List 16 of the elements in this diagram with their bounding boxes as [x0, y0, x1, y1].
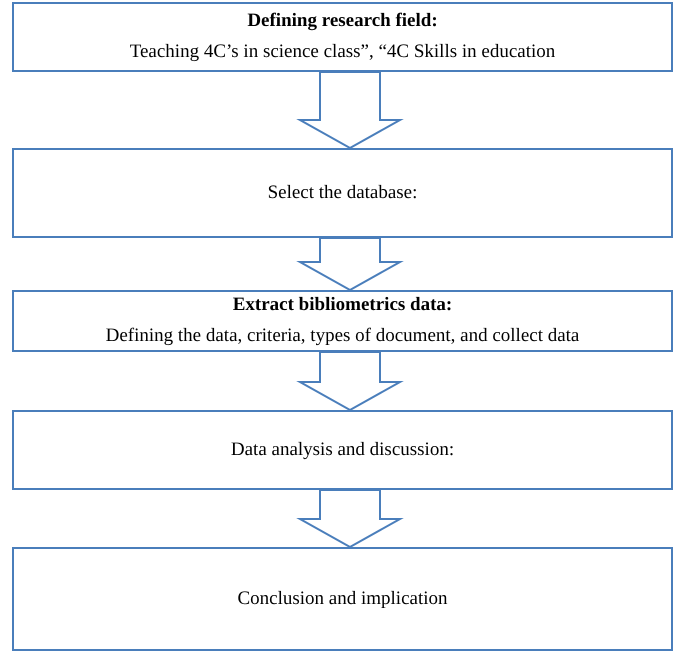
process-box — [12, 290, 673, 352]
block-arrow — [296, 489, 404, 548]
process-box — [12, 410, 673, 490]
step-text: Conclusion and implication — [237, 588, 448, 610]
step-text: Select the database: — [268, 182, 418, 204]
block-arrow — [296, 351, 404, 412]
process-box — [12, 2, 673, 72]
block-arrow — [296, 71, 404, 150]
step-text: Teaching 4C’s in science class”, “4C Skills in education — [130, 40, 556, 64]
block-arrow — [296, 237, 404, 292]
step-heading: Extract bibliometrics data: — [232, 294, 452, 316]
process-box — [12, 547, 673, 651]
step-text: Defining the data, criteria, types of document, and collect data — [106, 324, 580, 348]
process-box — [12, 148, 673, 238]
step-text: Data analysis and discussion: — [230, 439, 454, 461]
step-heading: Defining research field: — [247, 10, 438, 32]
